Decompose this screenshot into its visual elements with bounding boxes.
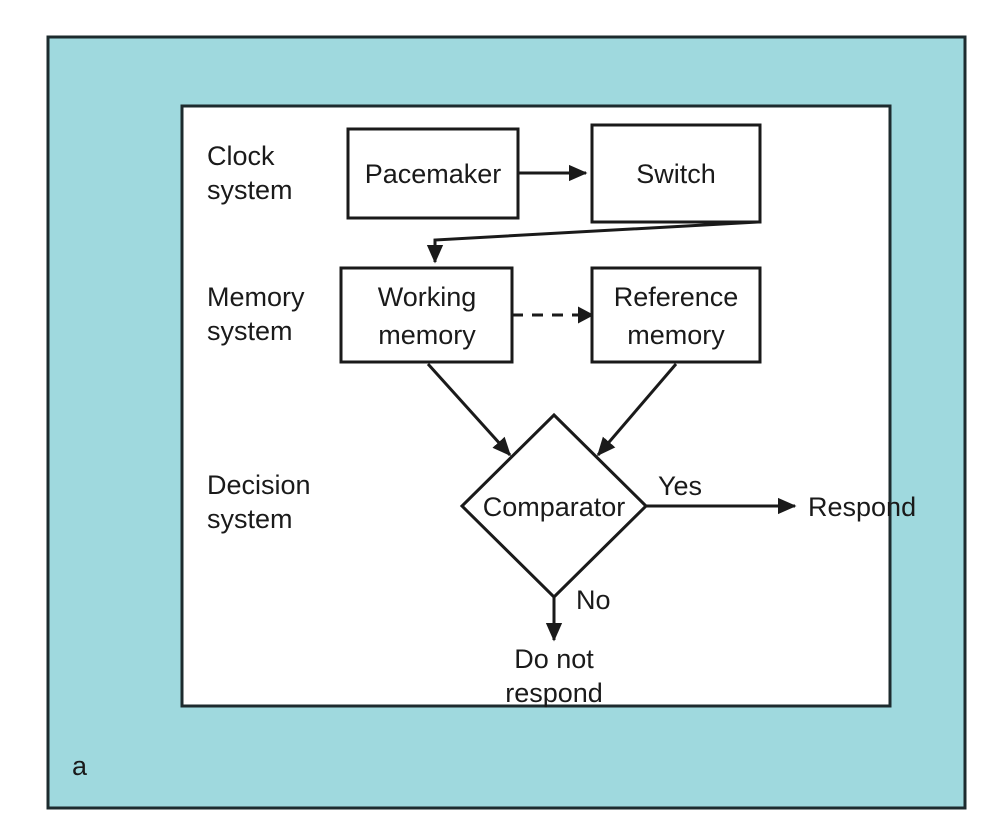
- node-reference-memory-box[interactable]: [590, 266, 762, 364]
- node-switch-label: Switch: [636, 159, 716, 189]
- edge-label-no: No: [576, 585, 611, 615]
- system-label-memory: Memory system: [207, 282, 305, 346]
- system-label-decision-line2: system: [207, 504, 293, 534]
- node-reference-memory[interactable]: Reference memory: [590, 266, 762, 364]
- terminal-do-not-respond-line1: Do not: [514, 644, 594, 674]
- node-working-memory-label-line1: Working: [378, 282, 477, 312]
- node-working-memory-box[interactable]: [339, 266, 514, 364]
- terminal-respond: Respond: [808, 492, 916, 522]
- system-label-decision: Decision system: [207, 470, 311, 534]
- edge-switch-to-working-memory: [426, 220, 759, 264]
- node-comparator[interactable]: Comparator: [459, 412, 649, 600]
- node-switch[interactable]: Switch: [590, 123, 762, 224]
- edge-working-memory-to-comparator: [426, 362, 512, 457]
- terminal-do-not-respond: Do not respond: [505, 644, 603, 708]
- panel-letter: a: [72, 751, 88, 781]
- node-comparator-label: Comparator: [483, 492, 626, 522]
- edge-label-yes: Yes: [658, 471, 702, 501]
- system-label-memory-line1: Memory: [207, 282, 305, 312]
- node-working-memory-label-line2: memory: [378, 320, 476, 350]
- system-label-clock-line2: system: [207, 175, 293, 205]
- system-label-clock: Clock system: [207, 141, 293, 205]
- node-reference-memory-label-line2: memory: [627, 320, 725, 350]
- node-pacemaker[interactable]: Pacemaker: [346, 127, 520, 220]
- node-pacemaker-box[interactable]: [346, 127, 520, 220]
- terminal-do-not-respond-line2: respond: [505, 678, 603, 708]
- diagram-inner-panel: [180, 104, 892, 708]
- system-label-clock-line1: Clock: [207, 141, 275, 171]
- node-comparator-diamond[interactable]: [459, 412, 649, 600]
- node-switch-box[interactable]: [590, 123, 762, 224]
- system-label-memory-line2: system: [207, 316, 293, 346]
- edge-working-to-reference-memory-arrowhead: [578, 306, 594, 324]
- node-working-memory[interactable]: Working memory: [339, 266, 514, 364]
- system-label-decision-line1: Decision: [207, 470, 311, 500]
- node-reference-memory-label-line1: Reference: [614, 282, 739, 312]
- node-pacemaker-label: Pacemaker: [365, 159, 502, 189]
- edge-reference-memory-to-comparator: [596, 363, 678, 457]
